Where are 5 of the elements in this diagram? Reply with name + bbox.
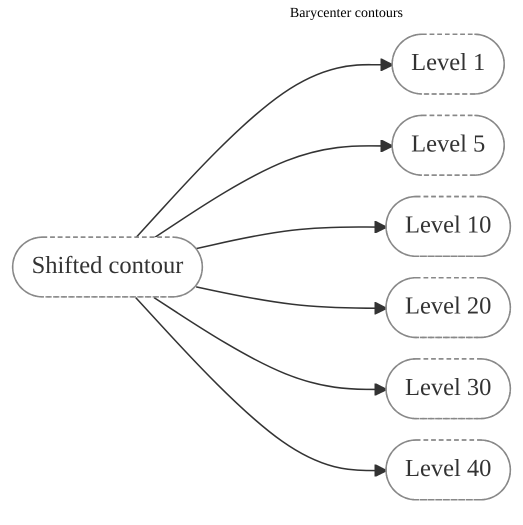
arrow: [135, 297, 388, 478]
arrow: [196, 220, 388, 250]
column-heading: Barycenter contours: [290, 6, 403, 22]
arrow: [154, 296, 388, 396]
arrow: [196, 286, 388, 315]
